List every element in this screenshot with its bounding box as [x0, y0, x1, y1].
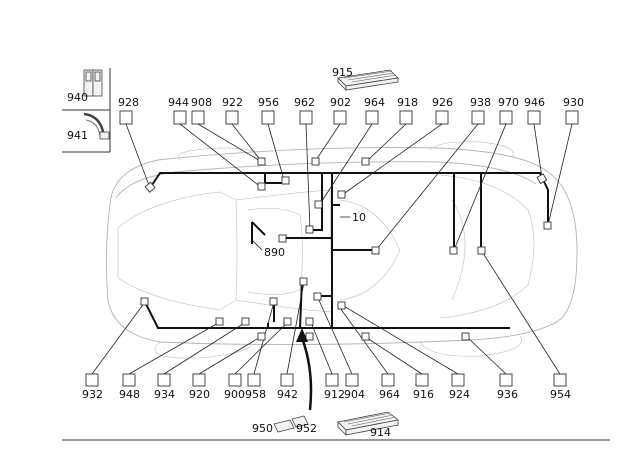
- part-label: 958: [245, 388, 266, 401]
- callout-948: [122, 373, 136, 387]
- callout-944: [173, 110, 187, 125]
- callout-924: [451, 373, 465, 387]
- callout-930: [565, 110, 579, 125]
- part-label: 970: [498, 96, 519, 109]
- extra-labels: 915 914 950 952 890 10: [252, 66, 391, 439]
- callout-964: [365, 110, 379, 125]
- callout-964: [381, 373, 395, 387]
- arrow-icon: [296, 328, 313, 411]
- callout-908: [191, 110, 205, 125]
- callout-920: [192, 373, 206, 387]
- part-label: 944: [168, 96, 189, 109]
- part-label: 924: [449, 388, 470, 401]
- part-label: 930: [563, 96, 584, 109]
- part-label: 915: [332, 66, 353, 79]
- callout-918: [399, 110, 413, 125]
- part-label: 956: [258, 96, 279, 109]
- part-label: 912: [324, 388, 345, 401]
- callout-936: [499, 373, 513, 387]
- part-label: 964: [364, 96, 385, 109]
- callout-970: [499, 110, 513, 125]
- part-label: 938: [470, 96, 491, 109]
- bottom-labels: 932 948 934 920 900 958 942 912 904 964 …: [82, 388, 571, 401]
- part-label: 914: [370, 426, 391, 439]
- callout-958: [247, 373, 261, 387]
- callout-938: [471, 110, 485, 125]
- callout-926: [435, 110, 449, 125]
- part-label: 954: [550, 388, 571, 401]
- part-label: 950: [252, 422, 273, 435]
- top-callouts: [119, 110, 579, 125]
- part-label: 920: [189, 388, 210, 401]
- callout-946: [527, 110, 541, 125]
- callout-900: [228, 373, 242, 387]
- callout-904: [345, 373, 359, 387]
- part-label: 900: [224, 388, 245, 401]
- part-label: 928: [118, 96, 139, 109]
- inset-panel: 940 941: [62, 68, 111, 153]
- callout-928: [119, 110, 133, 125]
- wiring-harness: [144, 172, 549, 329]
- callout-954: [553, 373, 567, 387]
- callout-916: [415, 373, 429, 387]
- part-label: 964: [379, 388, 400, 401]
- bottom-callouts: [85, 373, 567, 387]
- part-941-icon: [83, 112, 110, 140]
- vehicle-outline: [105, 141, 578, 359]
- part-label: 946: [524, 96, 545, 109]
- part-label: 934: [154, 388, 175, 401]
- top-labels: 928 944 908 922 956 962 902 964 918 926 …: [118, 96, 584, 109]
- part-label: 10: [352, 211, 366, 224]
- part-label: 908: [191, 96, 212, 109]
- part-950-952-icon: [273, 415, 309, 433]
- callout-922: [225, 110, 239, 125]
- harness-connectors: [140, 157, 552, 341]
- callout-932: [85, 373, 99, 387]
- callout-902: [333, 110, 347, 125]
- part-label: 902: [330, 96, 351, 109]
- part-940-icon: [83, 69, 103, 97]
- part-label: 948: [119, 388, 140, 401]
- callout-942: [280, 373, 294, 387]
- part-label: 941: [67, 129, 88, 142]
- callout-956: [261, 110, 275, 125]
- part-label: 922: [222, 96, 243, 109]
- part-914-icon: [337, 411, 399, 436]
- part-label: 962: [294, 96, 315, 109]
- part-label: 916: [413, 388, 434, 401]
- part-label: 918: [397, 96, 418, 109]
- part-915-icon: [337, 69, 399, 91]
- callout-934: [157, 373, 171, 387]
- part-label: 952: [296, 422, 317, 435]
- callout-962: [299, 110, 313, 125]
- part-label: 942: [277, 388, 298, 401]
- part-label: 932: [82, 388, 103, 401]
- callout-912: [325, 373, 339, 387]
- part-label: 936: [497, 388, 518, 401]
- part-label: 940: [67, 91, 88, 104]
- part-label: 904: [344, 388, 365, 401]
- part-label: 926: [432, 96, 453, 109]
- part-label: 890: [264, 246, 285, 259]
